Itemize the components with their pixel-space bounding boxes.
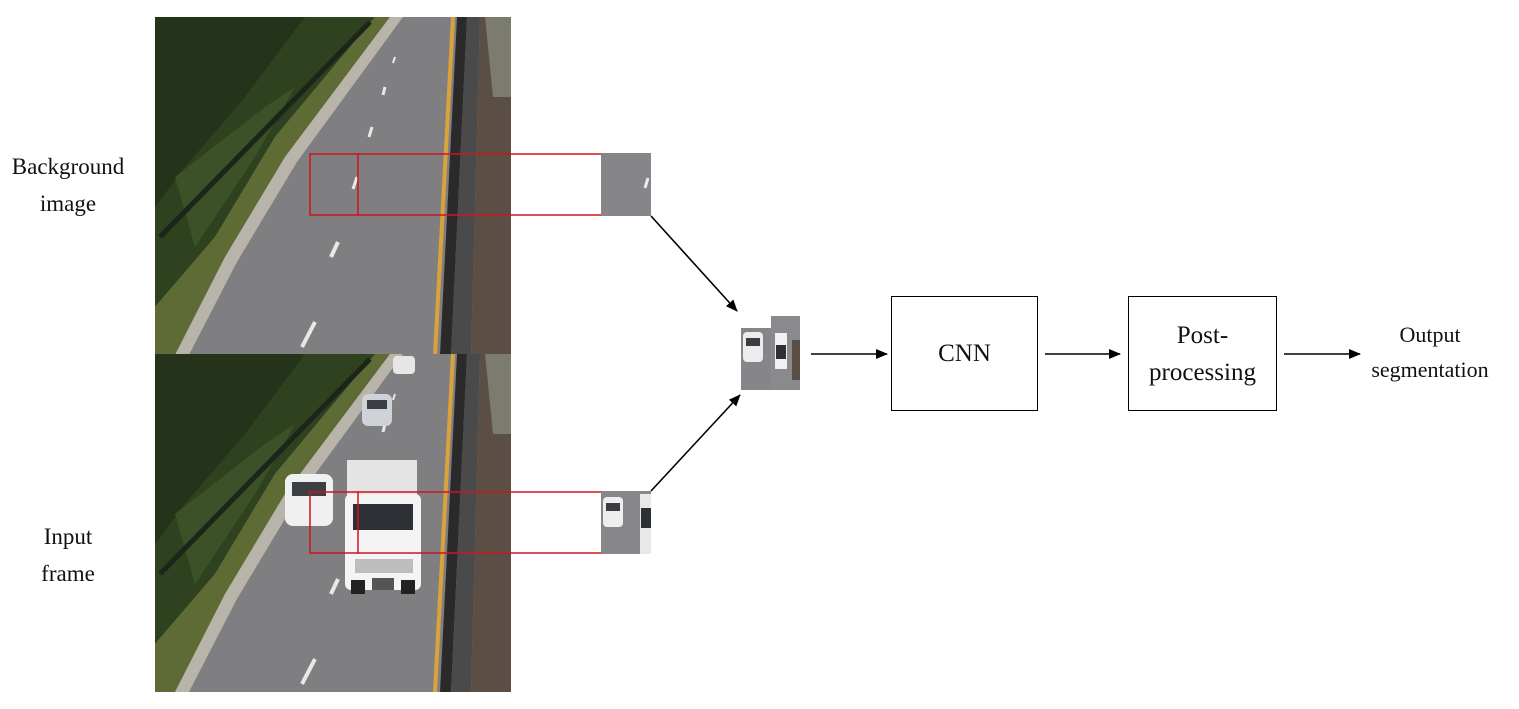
input-frame-label: Input frame: [41, 524, 95, 586]
cnn-box: CNN: [891, 296, 1038, 411]
input-crop-outline: [309, 491, 601, 554]
car-gray: [362, 394, 392, 426]
background-crop-outline: [309, 153, 601, 216]
arrow-background-to-combined: [650, 215, 738, 312]
cnn-label: CNN: [938, 340, 991, 367]
output-segmentation-label: Output segmentation: [1371, 322, 1489, 382]
post-processing-label: Post- processing: [1149, 321, 1256, 386]
car-white: [285, 474, 333, 526]
input-patch: [601, 491, 651, 554]
distant-car: [393, 356, 415, 374]
background-patch: [601, 153, 651, 216]
background-image-photo: [155, 17, 511, 355]
input-frame-photo: [155, 354, 511, 692]
post-processing-box: Post- processing: [1128, 296, 1277, 411]
combined-patch: [741, 316, 800, 390]
arrow-input-to-combined: [650, 394, 741, 492]
background-image-label: Background image: [11, 154, 125, 216]
